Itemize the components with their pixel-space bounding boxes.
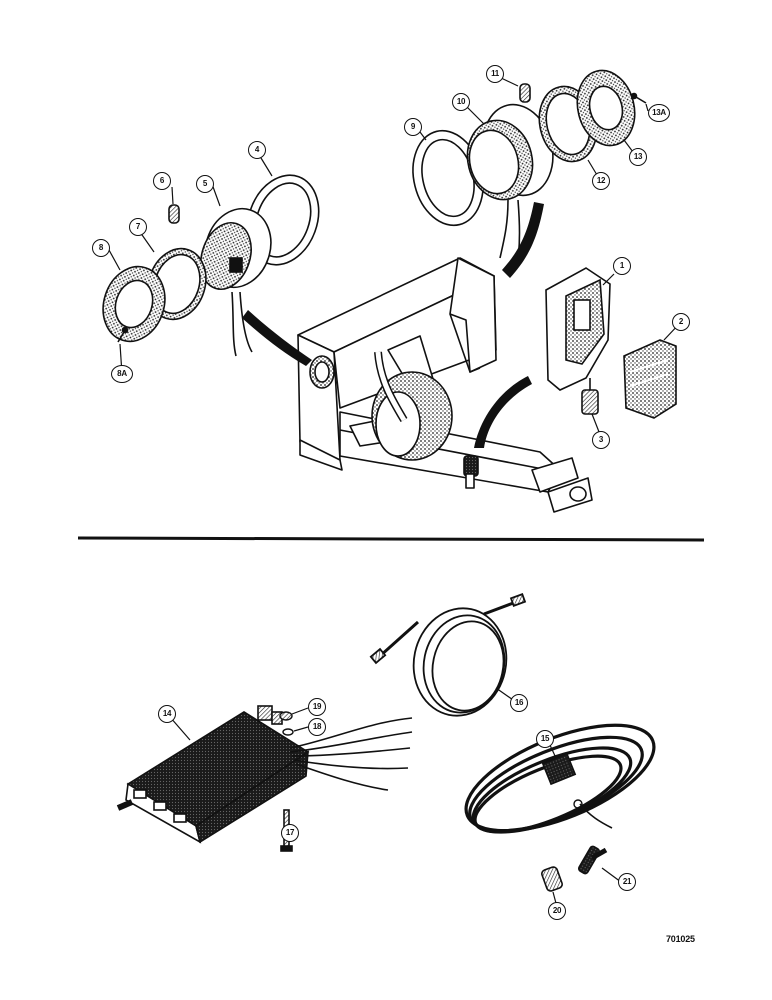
- callout-9: 9: [404, 118, 422, 136]
- callout-16: 16: [510, 694, 528, 712]
- callout-6: 6: [153, 172, 171, 190]
- callout-8: 8: [92, 239, 110, 257]
- part-15-wire-harness: [464, 723, 656, 834]
- frame-assembly: [297, 257, 593, 513]
- part-6-bulb: [168, 204, 180, 224]
- callout-5: 5: [196, 175, 214, 193]
- callout-18: 18: [308, 718, 326, 736]
- part-11-bulb: [519, 83, 531, 103]
- leader-arrows: [242, 202, 544, 448]
- callout-3: 3: [592, 431, 610, 449]
- callout-14: 14: [158, 705, 176, 723]
- callout-1: 1: [613, 257, 631, 275]
- parts-20-21-connectors: [541, 845, 608, 892]
- callout-2: 2: [672, 313, 690, 331]
- callout-21: 21: [618, 873, 636, 891]
- bracket-parts: [545, 267, 677, 419]
- part-16-cable: [369, 593, 527, 717]
- figure-code: 701025: [666, 934, 695, 944]
- right-lamp-group: [412, 69, 647, 261]
- section-divider: [77, 536, 705, 542]
- callout-7: 7: [129, 218, 147, 236]
- callout-12: 12: [592, 172, 610, 190]
- callout-11: 11: [486, 65, 504, 83]
- callout-13: 13: [629, 148, 647, 166]
- callout-10: 10: [452, 93, 470, 111]
- part-3-fitting: [581, 389, 599, 415]
- callout-15: 15: [536, 730, 554, 748]
- callout-19: 19: [308, 698, 326, 716]
- left-lamp-group: [102, 174, 320, 357]
- callout-4: 4: [248, 141, 266, 159]
- part-14-control-box: [116, 705, 413, 844]
- callout-13a: 13A: [648, 104, 670, 122]
- callout-8a: 8A: [111, 365, 133, 383]
- callout-20: 20: [548, 902, 566, 920]
- callout-17: 17: [281, 824, 299, 842]
- parts-18-19-hardware: [279, 711, 294, 736]
